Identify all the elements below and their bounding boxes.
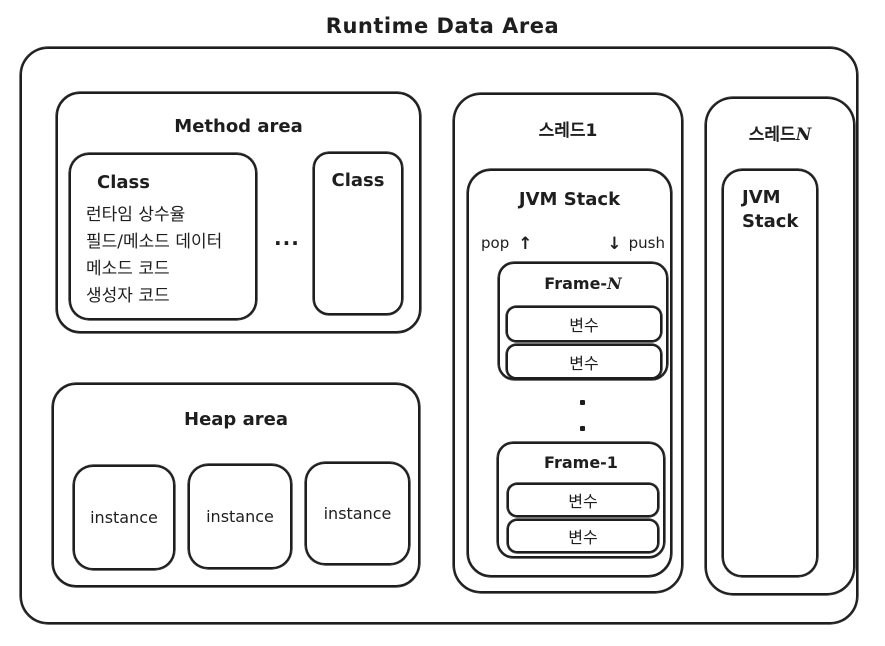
class-item-runtime-constant-pool: 런타임 상수율 xyxy=(86,205,186,225)
class-detail-title: Class xyxy=(97,172,150,193)
thread-n-box: 스레드N JVM Stack xyxy=(705,97,855,595)
instance-label-2: instance xyxy=(206,507,274,526)
diagram-title: Runtime Data Area xyxy=(325,14,560,38)
thread-n-title: 스레드N xyxy=(707,120,853,145)
frame-n-variable-1: 변수 xyxy=(569,316,599,335)
frame-n-box: Frame-N 변수 변수 xyxy=(498,262,668,380)
method-area-box: Method area Class 런타임 상수율 필드/메소드 데이터 메소드… xyxy=(56,92,421,333)
thread-n-jvm-stack-title: JVM Stack xyxy=(742,186,798,234)
frame-1-box: Frame-1 변수 변수 xyxy=(497,442,665,558)
stack-dot-2 xyxy=(580,426,585,431)
thread1-box: 스레드1 JVM Stack pop ↑ ↓ push Frame-N xyxy=(453,93,683,593)
frame-n-variable-box-1: 변수 xyxy=(506,306,662,342)
push-label: push xyxy=(628,234,665,252)
instance-box-2: instance xyxy=(188,464,292,569)
thread1-jvm-stack-title: JVM Stack xyxy=(518,189,621,210)
thread-n-jvm-stack-title-line1: JVM xyxy=(742,187,781,208)
thread-n-jvm-stack-box: JVM Stack xyxy=(722,169,818,577)
class-simple-box: Class xyxy=(313,152,403,315)
frame-n-title-n: N xyxy=(607,274,622,293)
frame-n-title: Frame-N xyxy=(500,274,666,293)
pop-push-row: pop ↑ ↓ push xyxy=(481,234,665,254)
class-item-constructor-code: 생성자 코드 xyxy=(86,286,170,306)
heap-area-title: Heap area xyxy=(184,409,288,430)
heap-area-box: Heap area instance instance instance xyxy=(52,383,420,587)
class-item-field-method-data: 필드/메소드 데이터 xyxy=(86,232,223,252)
method-area-title: Method area xyxy=(174,116,303,137)
frame-1-variable-box-1: 변수 xyxy=(507,483,659,517)
pop-label: pop xyxy=(481,234,510,252)
thread-n-title-n: N xyxy=(795,125,812,145)
pop-arrow-icon: ↑ xyxy=(518,234,533,254)
thread1-jvm-stack-box: JVM Stack pop ↑ ↓ push Frame-N 변수 xyxy=(467,169,672,577)
frame-1-title: Frame-1 xyxy=(544,453,618,472)
class-detail-box: Class 런타임 상수율 필드/메소드 데이터 메소드 코드 생성자 코드 xyxy=(69,153,257,320)
frame-n-variable-2: 변수 xyxy=(569,353,599,373)
runtime-data-area-box xyxy=(20,47,858,624)
thread1-title: 스레드1 xyxy=(538,121,598,141)
push-arrow-icon: ↓ xyxy=(607,234,622,254)
frame-1-variable-box-2: 변수 xyxy=(507,519,659,553)
pop-group: pop ↑ xyxy=(481,234,532,254)
instance-box-3: instance xyxy=(305,462,410,565)
classes-ellipsis: ... xyxy=(274,226,300,250)
class-item-method-code: 메소드 코드 xyxy=(86,259,170,279)
push-group: ↓ push xyxy=(607,234,665,254)
frame-n-title-prefix: Frame- xyxy=(544,274,608,293)
frame-1-variable-2: 변수 xyxy=(568,528,598,547)
thread-n-jvm-stack-title-line2: Stack xyxy=(742,211,799,232)
thread-n-title-prefix: 스레드 xyxy=(748,125,796,145)
instance-label-3: instance xyxy=(323,504,392,523)
stack-dot-1 xyxy=(580,400,585,405)
instance-label-1: instance xyxy=(90,508,158,527)
class-detail-list: 런타임 상수율 필드/메소드 데이터 메소드 코드 생성자 코드 xyxy=(86,202,222,310)
frame-n-variable-box-2: 변수 xyxy=(506,344,662,379)
class-simple-title: Class xyxy=(331,170,385,191)
instance-box-1: instance xyxy=(73,465,175,570)
frame-1-variable-1: 변수 xyxy=(568,492,598,511)
